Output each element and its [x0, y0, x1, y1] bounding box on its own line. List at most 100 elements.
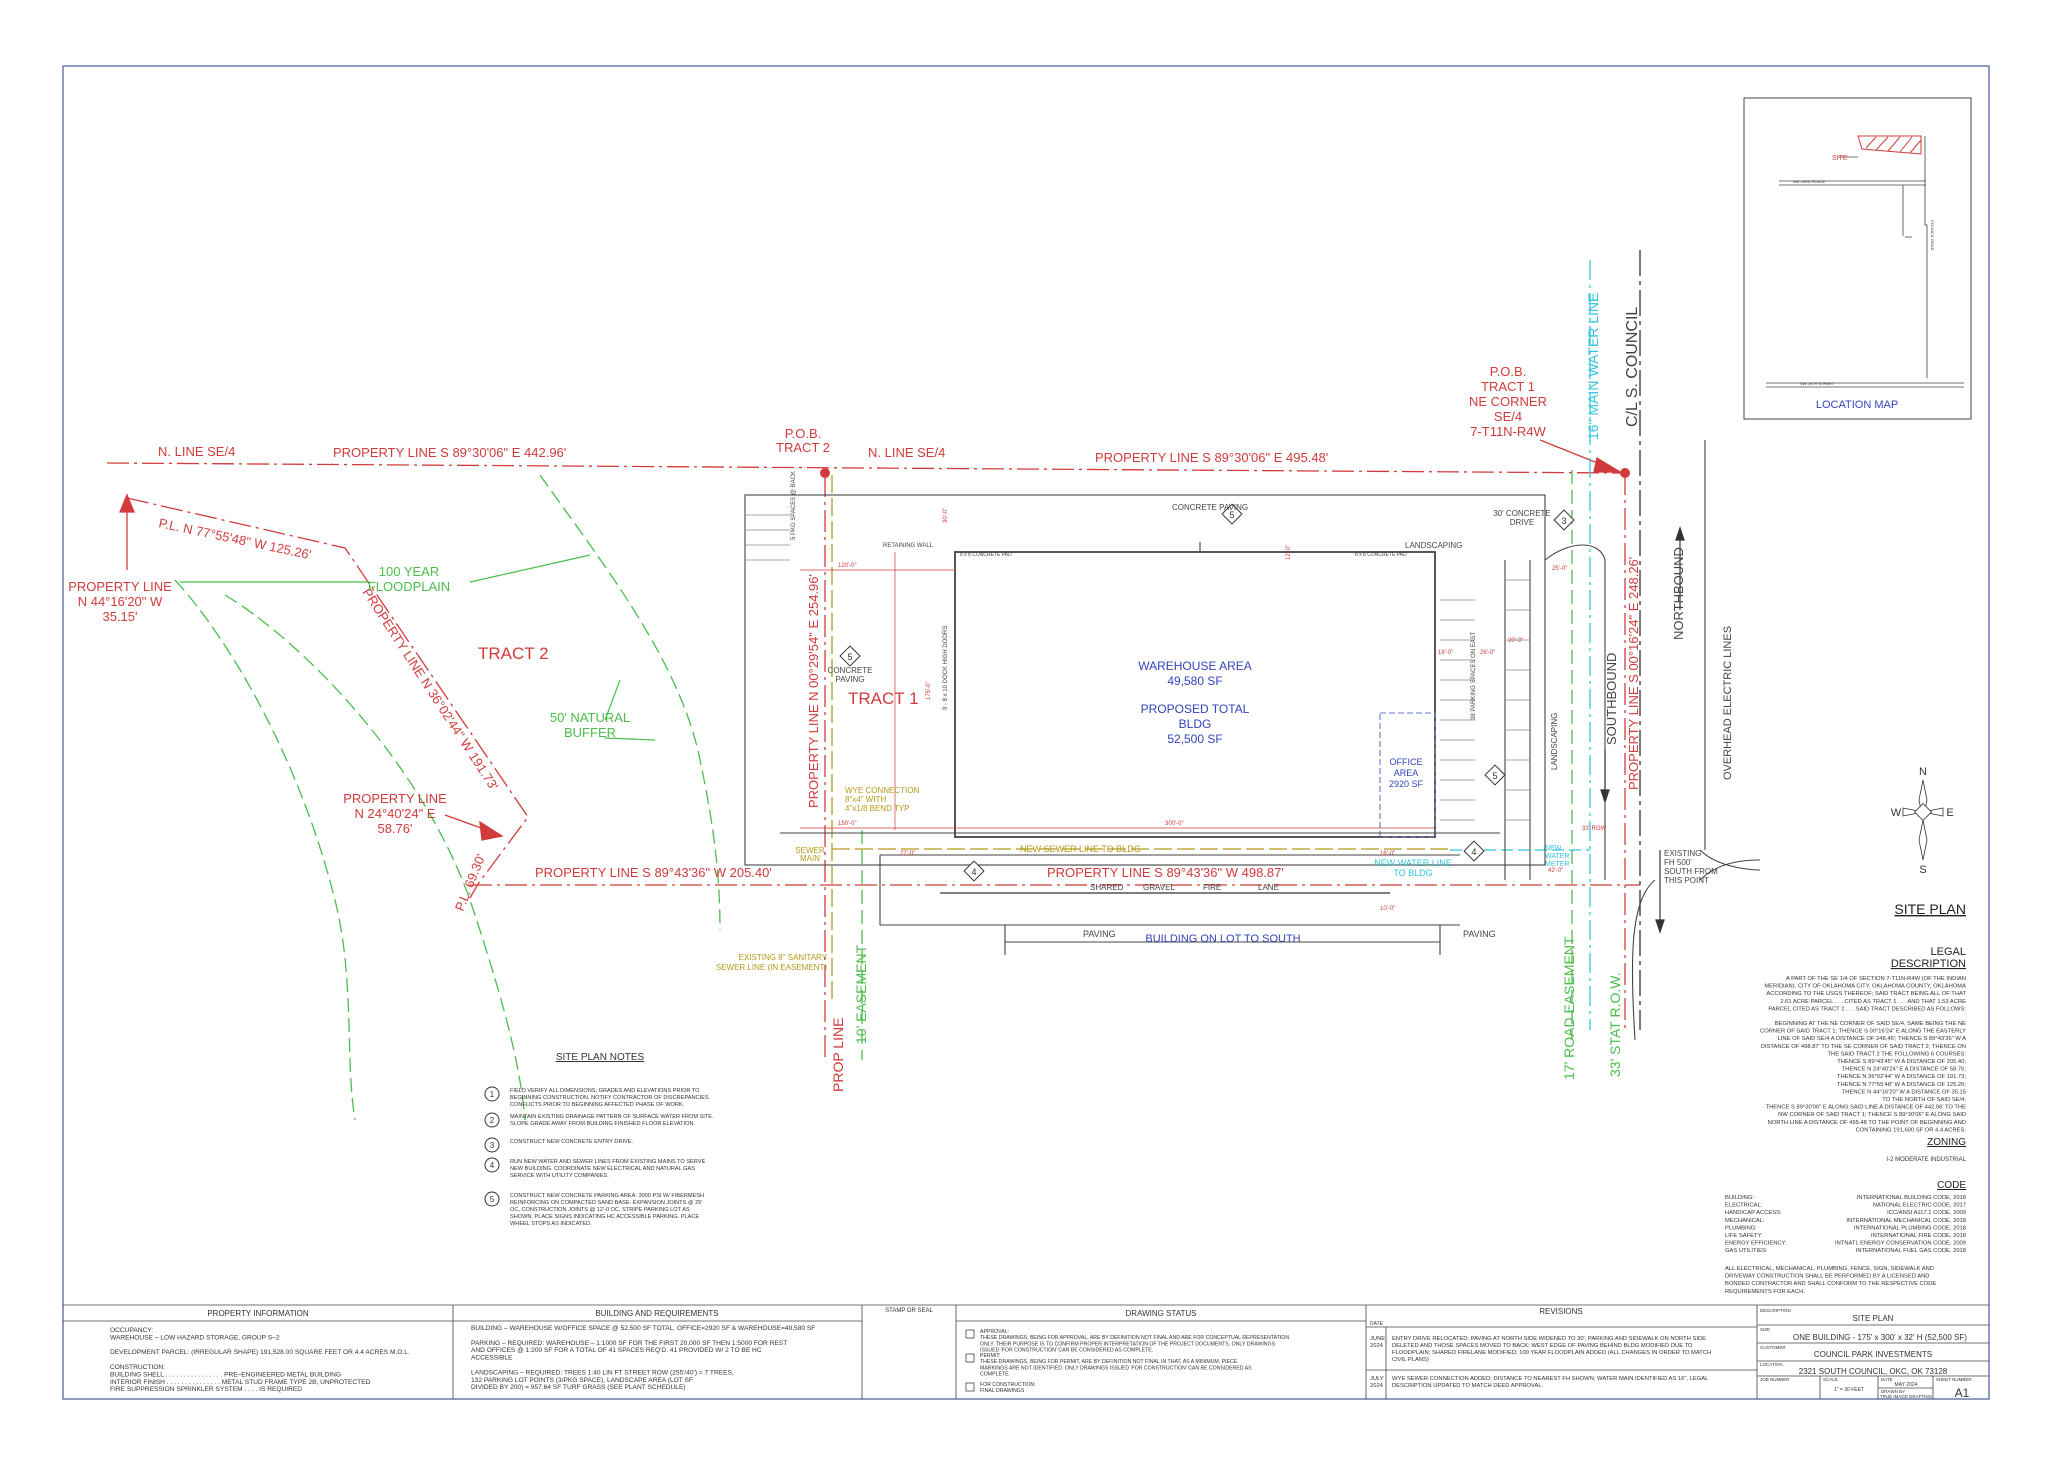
dim-16: 16'-0"	[1380, 851, 1395, 857]
legal-line: THENCE N 24°40'24" E A DISTANCE OF 58.76…	[1842, 1067, 1967, 1073]
paving-outline	[744, 494, 1546, 866]
leader-arrows	[119, 439, 1623, 841]
code-label: PLUMBING:	[1725, 1225, 1757, 1231]
new-water-line-b: TO BLDG	[1393, 868, 1432, 878]
existing-fh-d: THIS POINT	[1664, 876, 1709, 885]
code-note-line: ALL ELECTRICAL, MECHANICAL, PLUMBING, FE…	[1725, 1266, 1934, 1272]
warehouse-b: 49,580 SF	[1167, 674, 1222, 688]
compass-n: N	[1919, 766, 1927, 778]
prop-line-bottom-left: PROPERTY LINE S 89°43'36" W 205.40'	[535, 865, 772, 880]
new-water-line-a: NEW WATER LINE	[1374, 858, 1452, 868]
status-line: THESE DRAWINGS, BEING FOR PERMIT, ARE BY…	[980, 1359, 1238, 1365]
svg-text:5: 5	[1229, 510, 1234, 520]
proposed-a: PROPOSED TOTAL	[1141, 702, 1250, 716]
drawing-status-title: DRAWING STATUS	[1126, 1309, 1197, 1318]
pad-label-right: 8 x 8 CONCRETE PAD	[1355, 552, 1407, 558]
dim-25: 25'-0"	[1552, 566, 1567, 572]
road-easement-label: 17' ROAD EASEMENT	[1561, 936, 1577, 1080]
sheet-drawn: TRUE IMAGE DRAFTING	[1880, 1394, 1933, 1399]
revision-text: ENTRY DRIVE RELOCATED; PAVING AT NORTH S…	[1392, 1336, 1706, 1342]
status-line: COMPLETE.	[980, 1372, 1010, 1378]
legal-line: CONTAINING 191,600 SF OR 4.4 ACRES.	[1856, 1127, 1967, 1133]
sheet-label: LOCATION	[1760, 1362, 1783, 1367]
note-number: 4	[490, 1161, 495, 1170]
pob-tract1-c: NE CORNER	[1469, 394, 1547, 409]
dim-20: 20'-0"	[1508, 638, 1523, 644]
revision-text: WYE SEWER CONNECTION ADDED; DISTANCE TO …	[1392, 1376, 1709, 1382]
legal-line: PARCEL CITED AS TRACT 2 . . . SAID TRACT…	[1768, 1006, 1966, 1012]
code-value: INTERNATIONAL PLUMBING CODE, 2018	[1854, 1225, 1966, 1231]
wye-c: 4"x1/8 BEND TYP	[845, 804, 910, 813]
sheet-label: SIZE	[1760, 1327, 1770, 1332]
notes-title: SITE PLAN NOTES	[556, 1052, 645, 1063]
sheet-label: CUSTOMER	[1760, 1345, 1786, 1350]
prop-line-west-label: PROPERTY LINE N 00°29'54" E 254.96'	[806, 574, 821, 808]
building-req-line: ACCESSIBLE	[471, 1355, 513, 1362]
sheet-scale: 1" = 30 FEET	[1834, 1387, 1864, 1393]
sheet-label: DESCRIPTION	[1760, 1308, 1791, 1313]
overhead-electric-label: OVERHEAD ELECTRIC LINES	[1722, 626, 1734, 780]
legal-title-a: LEGAL	[1931, 946, 1966, 958]
sheet-label: JOB NUMBER	[1760, 1377, 1790, 1382]
note-number-circle	[484, 1191, 500, 1207]
existing-sewer-b: SEWER LINE (IN EASEMENT)	[716, 963, 827, 972]
note-text: RUN NEW WATER AND SEWER LINES FROM EXIST…	[510, 1159, 705, 1165]
pob-tract1-e: 7-T11N-R4W	[1470, 424, 1546, 439]
property-info-title: PROPERTY INFORMATION	[207, 1309, 309, 1318]
pad-label-left: 8 x 8 CONCRETE PAD	[960, 552, 1012, 558]
note-text: CONSTRUCT NEW CONCRETE ENTRY DRIVE.	[510, 1139, 634, 1145]
building-req-line: DIVIDED BY 200) = 957.64 SF TURF GRASS (…	[471, 1384, 686, 1391]
note-text: FIELD VERIFY ALL DIMENSIONS, GRADES AND …	[510, 1088, 700, 1094]
title-block	[63, 1304, 1989, 1399]
existing-sewer-a: EXISTING 8" SANITARY	[739, 953, 828, 962]
svg-text:5: 5	[1492, 771, 1497, 781]
compass-s: S	[1919, 864, 1926, 876]
north-line-label-left: N. LINE SE/4	[158, 444, 235, 459]
right-panel: SITE PLAN LEGAL DESCRIPTION A PART OF TH…	[1725, 901, 1967, 1295]
dim-row: 33' ROW	[1582, 826, 1606, 832]
dim-42: 42'-0"	[1548, 868, 1563, 874]
north-property-line	[106, 462, 1626, 474]
dim-300: 300'-0"	[1165, 821, 1184, 827]
legal-line: ACCORDING TO THE USGS THEREOF; SAID TRAC…	[1766, 991, 1966, 997]
sheet-label: SHEET NUMBER	[1936, 1377, 1972, 1382]
building-req-line: AND OFFICES @ 1:200 SF FOR A TOTAL OF 41…	[471, 1347, 762, 1354]
property-boundary	[106, 462, 1640, 1060]
legal-line: THENCE N 36°02'44" W A DISTANCE OF 191.7…	[1837, 1074, 1966, 1080]
note-text: SERVICE WITH UTILITY COMPANIES.	[510, 1173, 609, 1179]
legal-line: A PART OF THE SE 1/4 OF SECTION 7-T11N-R…	[1786, 976, 1966, 982]
prop-line-24-b: N 24°40'24" E	[355, 806, 436, 821]
northbound-label: NORTHBOUND	[1671, 547, 1686, 640]
status-line: ONLY. THEIR PURPOSE IS TO CONFIRM PROPER…	[980, 1341, 1276, 1347]
office-b: AREA	[1394, 768, 1419, 778]
prop-line-top-right: PROPERTY LINE S 89°30'06" E 495.48'	[1095, 450, 1328, 465]
building-req-line: LANDSCAPING – REQUIRED: TREES 1:40 LIN F…	[471, 1369, 734, 1376]
revision-text: DESCRIPTION UPDATED TO MATCH DEED APPROV…	[1392, 1383, 1544, 1389]
status-line: MARKINGS ARE NOT IDENTIFIED. ONLY DRAWIN…	[980, 1365, 1252, 1371]
travel-arrows	[940, 526, 1685, 934]
pob-tract1-b: TRACT 1	[1481, 379, 1535, 394]
compass-e: E	[1946, 807, 1953, 819]
map-street-bottom: SW 29TH STREET	[1800, 381, 1835, 386]
parking-east-label: 38 PARKING SPACES ON EAST	[1471, 631, 1477, 720]
code-value: INTERNATIONAL MECHANICAL CODE, 2018	[1846, 1218, 1966, 1224]
legal-line: CORNER OF SAID TRACT 1; THENCE S 00°16'2…	[1760, 1029, 1966, 1035]
legal-line: DISTANCE OF 498.87' TO THE SE CORNER OF …	[1761, 1044, 1966, 1050]
pob-tract2-marker	[820, 468, 830, 478]
zoning-value: I-2 MODERATE INDUSTRIAL	[1886, 1157, 1966, 1163]
concrete-drive-b: DRIVE	[1510, 518, 1534, 527]
status-line: APPROVAL:	[980, 1329, 1009, 1335]
retaining-wall-label: RETAINING WALL	[883, 543, 934, 549]
paving-right: PAVING	[1463, 929, 1496, 939]
code-label: ENERGY EFFICIENCY:	[1725, 1241, 1787, 1247]
property-info-line: WAREHOUSE – LOW HAZARD STORAGE, GROUP S–…	[110, 1334, 280, 1341]
note-number-circle	[484, 1086, 500, 1102]
prop-line-44-c: 35.15'	[102, 609, 137, 624]
code-label: GAS UTILITIES:	[1725, 1248, 1768, 1254]
proposed-b: BLDG	[1179, 717, 1212, 731]
pob-tract1-marker	[1620, 468, 1630, 478]
dim-10: 10'-0"	[1380, 906, 1395, 912]
tract2-label: TRACT 2	[478, 644, 549, 663]
north-arrow-icon	[1902, 779, 1944, 861]
